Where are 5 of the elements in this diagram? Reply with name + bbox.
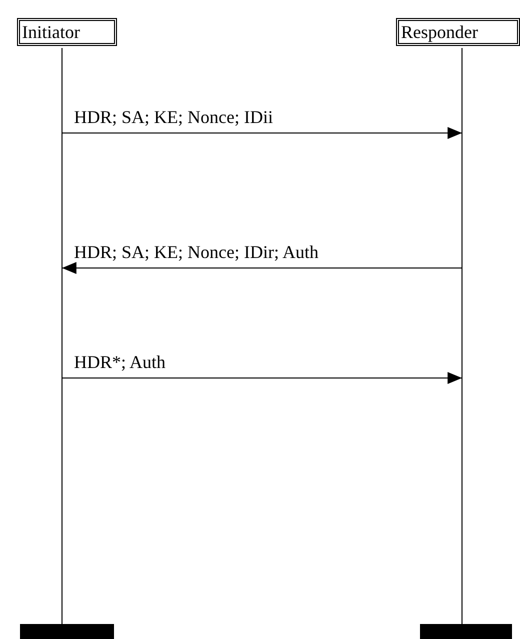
message-arrow [62, 262, 462, 274]
message-arrow [62, 372, 462, 384]
participant-box: Initiator [17, 18, 117, 46]
message-arrow [62, 127, 462, 139]
participant-box: Responder [396, 18, 520, 46]
